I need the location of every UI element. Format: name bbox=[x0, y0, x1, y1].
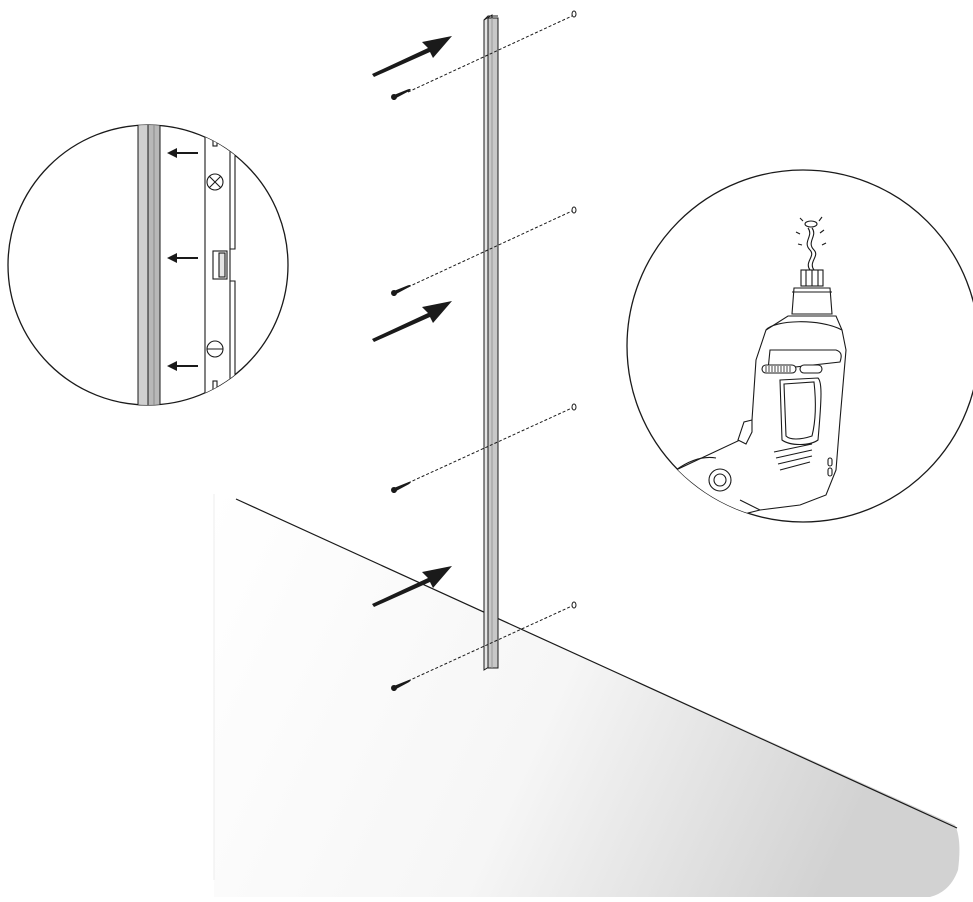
direction-arrow bbox=[372, 36, 452, 77]
wall-plug-hole bbox=[571, 601, 577, 609]
profile-rail-detail bbox=[137, 125, 161, 405]
screw-icon bbox=[391, 284, 411, 296]
direction-arrow bbox=[167, 361, 198, 371]
screw-icon bbox=[391, 481, 411, 493]
guide-line bbox=[407, 15, 573, 93]
wall-plug-hole bbox=[571, 206, 577, 214]
screw-icon bbox=[391, 679, 411, 691]
press-arrows bbox=[372, 36, 452, 607]
screw-guides bbox=[407, 15, 573, 682]
wall-plug-hole bbox=[571, 403, 577, 411]
drill-bit-icon bbox=[795, 216, 827, 271]
spirit-level-icon bbox=[204, 125, 236, 405]
power-drill-icon bbox=[675, 315, 847, 522]
wall-plug-hole bbox=[571, 10, 577, 18]
detail-magnifier-circle-level bbox=[7, 124, 289, 406]
guide-line bbox=[407, 605, 573, 682]
screws bbox=[391, 88, 411, 691]
direction-arrow bbox=[372, 566, 452, 607]
guide-line bbox=[407, 210, 573, 288]
screw-icon bbox=[391, 88, 411, 100]
detail-magnifier-circle-drill bbox=[626, 169, 973, 523]
direction-arrow bbox=[372, 301, 452, 342]
guide-line bbox=[407, 407, 573, 484]
profile-rail bbox=[483, 14, 499, 671]
drill-chuck bbox=[791, 269, 833, 315]
level-arrows bbox=[167, 148, 198, 371]
fixing-holes bbox=[571, 10, 577, 609]
direction-arrow bbox=[167, 148, 198, 158]
direction-arrow bbox=[167, 253, 198, 263]
floor-plane bbox=[213, 494, 960, 897]
